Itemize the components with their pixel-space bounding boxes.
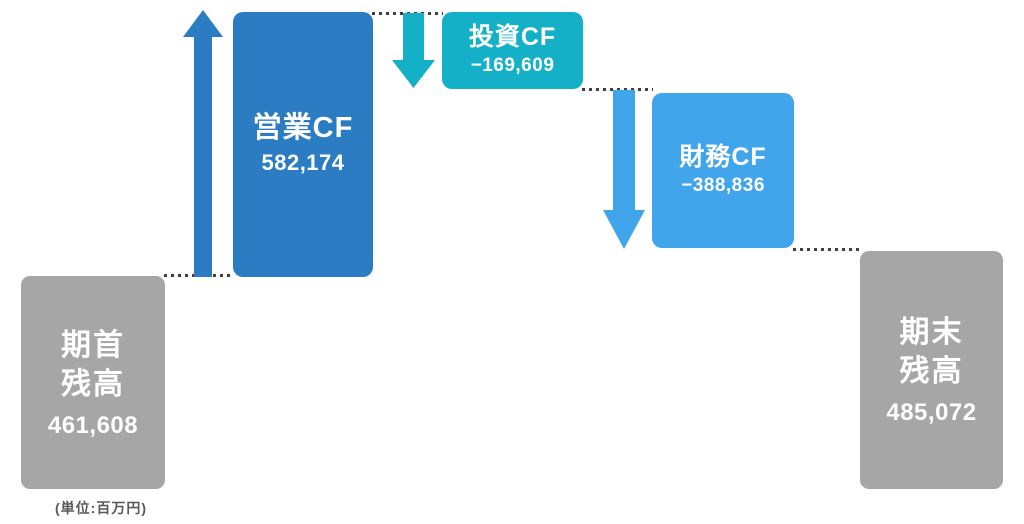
beginning-balance-bar: 期首 残高 461,608 bbox=[21, 276, 165, 489]
operating-cf-value: 582,174 bbox=[261, 150, 345, 176]
operating-cf-bar: 営業CF 582,174 bbox=[233, 12, 373, 277]
beginning-balance-label: 期首 残高 bbox=[61, 328, 125, 401]
down-arrow-icon bbox=[603, 90, 645, 249]
investing-cf-bar: 投資CF −169,609 bbox=[442, 12, 583, 89]
financing-cf-bar: 財務CF −388,836 bbox=[652, 93, 794, 248]
up-arrow-icon bbox=[183, 10, 223, 277]
down-arrow-icon bbox=[392, 13, 435, 88]
investing-cf-value: −169,609 bbox=[470, 54, 555, 76]
beginning-balance-value: 461,608 bbox=[47, 411, 139, 439]
financing-cf-value: −388,836 bbox=[681, 174, 765, 196]
ending-balance-value: 485,072 bbox=[886, 399, 977, 426]
unit-note: (単位:百万円) bbox=[55, 500, 147, 516]
ending-balance-label: 期末 残高 bbox=[899, 316, 964, 388]
connector-dotted-line-investing-to-financing bbox=[582, 88, 653, 91]
ending-balance-bar: 期末 残高 485,072 bbox=[860, 251, 1003, 489]
operating-cf-label: 営業CF bbox=[252, 111, 354, 144]
connector-dotted-line-financing-to-ending bbox=[793, 248, 861, 251]
financing-cf-label: 財務CF bbox=[679, 143, 767, 172]
investing-cf-label: 投資CF bbox=[468, 23, 557, 52]
